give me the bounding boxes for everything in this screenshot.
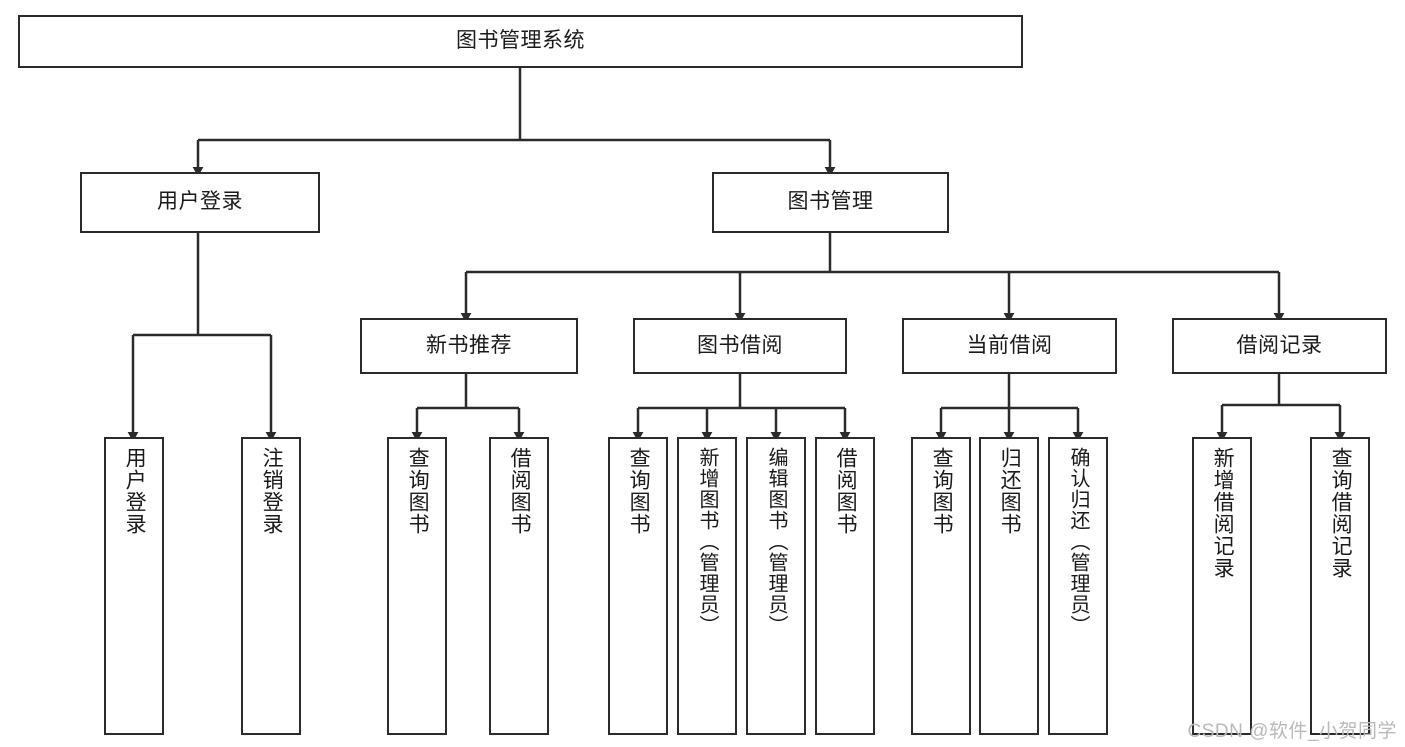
leaf-label: 查询图书 bbox=[406, 447, 430, 535]
leaf-record-add[interactable]: 新增借阅记录 bbox=[1192, 437, 1252, 735]
leaf-borrow-borrow-book[interactable]: 借阅图书 bbox=[815, 437, 875, 735]
node-root[interactable]: 图书管理系统 bbox=[18, 15, 1023, 68]
leaf-label: 归还图书 bbox=[998, 447, 1022, 535]
leaf-new-book-query[interactable]: 查询图书 bbox=[387, 437, 447, 735]
node-current-borrow[interactable]: 当前借阅 bbox=[902, 318, 1117, 374]
leaf-label: 查询借阅记录 bbox=[1329, 447, 1353, 579]
node-current-borrow-label: 当前借阅 bbox=[966, 333, 1053, 357]
node-user-login[interactable]: 用户登录 bbox=[80, 172, 320, 233]
leaf-label: 用户登录 bbox=[123, 447, 147, 535]
node-book-management[interactable]: 图书管理 bbox=[712, 172, 949, 233]
leaf-label: 查询图书 bbox=[930, 447, 954, 535]
leaf-label: 新增借阅记录 bbox=[1211, 447, 1235, 579]
leaf-label: 借阅图书 bbox=[834, 447, 858, 535]
leaf-user-login-login[interactable]: 用户登录 bbox=[104, 437, 164, 735]
leaf-label: 新增图书（管理员） bbox=[696, 447, 718, 636]
leaf-label: 确认归还（管理员） bbox=[1067, 447, 1089, 636]
node-new-book-recommend[interactable]: 新书推荐 bbox=[360, 318, 578, 374]
leaf-borrow-query[interactable]: 查询图书 bbox=[608, 437, 668, 735]
leaf-label: 编辑图书（管理员） bbox=[765, 447, 787, 636]
node-root-label: 图书管理系统 bbox=[456, 29, 585, 53]
node-borrow-record-label: 借阅记录 bbox=[1236, 333, 1323, 357]
node-user-login-label: 用户登录 bbox=[157, 190, 243, 214]
node-book-management-label: 图书管理 bbox=[787, 190, 874, 214]
leaf-user-login-logout[interactable]: 注销登录 bbox=[241, 437, 301, 735]
leaf-record-query[interactable]: 查询借阅记录 bbox=[1310, 437, 1370, 735]
leaf-current-confirm-return[interactable]: 确认归还（管理员） bbox=[1048, 437, 1108, 735]
node-new-book-recommend-label: 新书推荐 bbox=[426, 333, 512, 357]
node-book-borrow[interactable]: 图书借阅 bbox=[633, 318, 847, 374]
node-borrow-record[interactable]: 借阅记录 bbox=[1172, 318, 1387, 374]
leaf-current-return[interactable]: 归还图书 bbox=[979, 437, 1039, 735]
leaf-label: 借阅图书 bbox=[508, 447, 532, 535]
leaf-borrow-edit-book[interactable]: 编辑图书（管理员） bbox=[746, 437, 806, 735]
leaf-label: 注销登录 bbox=[260, 447, 284, 535]
leaf-current-query[interactable]: 查询图书 bbox=[911, 437, 971, 735]
node-book-borrow-label: 图书借阅 bbox=[697, 333, 783, 357]
leaf-borrow-add-book[interactable]: 新增图书（管理员） bbox=[677, 437, 737, 735]
leaf-label: 查询图书 bbox=[627, 447, 651, 535]
leaf-new-book-borrow[interactable]: 借阅图书 bbox=[489, 437, 549, 735]
